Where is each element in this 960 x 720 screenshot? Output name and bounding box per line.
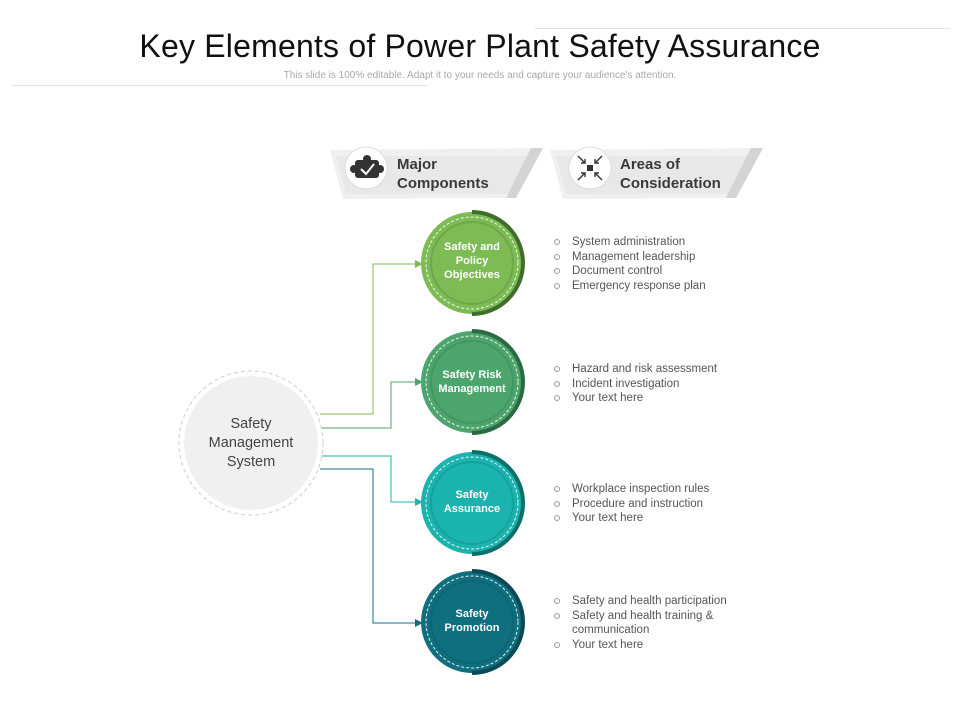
considerations-header: Areas of Consideration [620, 155, 721, 193]
components-header-line2: Components [397, 175, 489, 192]
safety-risk-management-node [421, 329, 525, 435]
element-label-safety-assurance: Safety Assurance [422, 488, 522, 516]
safety-management-system-node [178, 370, 324, 516]
list-item: Emergency response plan [553, 279, 706, 294]
arrows-converge-icon [577, 155, 603, 181]
list-item-continuation: communication [572, 624, 650, 636]
components-banner [330, 146, 543, 199]
list-item: communication [553, 623, 727, 638]
element-label-line: Safety and [444, 241, 500, 253]
list-item: Workplace inspection rules [553, 482, 709, 497]
list-item: Procedure and instruction [553, 497, 709, 512]
considerations-list-3: Workplace inspection rules Procedure and… [553, 482, 709, 526]
list-item: System administration [553, 235, 706, 250]
list-item: Your text here [553, 638, 727, 653]
page-subtitle: This slide is 100% editable. Adapt it to… [283, 70, 677, 81]
element-label-line: Safety Risk [442, 369, 502, 381]
puzzle-check-icon [350, 155, 384, 178]
considerations-header-line2: Consideration [620, 175, 721, 192]
element-circles [421, 210, 525, 675]
element-label-line: Management [438, 383, 506, 395]
element-label-line: Safety [455, 608, 489, 620]
center-node-line2: Management [208, 435, 294, 451]
element-label-line: Assurance [443, 503, 501, 515]
safety-policy-objectives-node [421, 210, 525, 316]
safety-promotion-node [421, 569, 525, 675]
considerations-list-1: System administration Management leaders… [553, 235, 706, 293]
components-header-line1: Major [397, 156, 438, 173]
element-label-line: Safety [455, 489, 489, 501]
center-node-line3: System [226, 454, 276, 470]
list-item: Safety and health participation [553, 594, 727, 609]
list-item: Hazard and risk assessment [553, 362, 717, 377]
element-label-line: Objectives [444, 269, 500, 281]
decorative-line-top [535, 28, 950, 29]
list-item: Management leadership [553, 250, 706, 265]
element-label-line: Promotion [444, 622, 500, 634]
components-header: Major Components [397, 155, 489, 193]
list-item: Your text here [553, 511, 709, 526]
safety-assurance-node [421, 450, 525, 556]
center-node-label: Safety Management System [191, 415, 311, 472]
decorative-line-left [12, 85, 427, 86]
element-label-safety-promotion: Safety Promotion [422, 607, 522, 635]
considerations-header-line1: Areas of [620, 156, 681, 173]
element-label-safety-policy-objectives: Safety and Policy Objectives [422, 240, 522, 282]
connector-lines [320, 263, 418, 624]
considerations-list-2: Hazard and risk assessment Incident inve… [553, 362, 717, 406]
list-item: Your text here [553, 391, 717, 406]
page-title: Key Elements of Power Plant Safety Assur… [139, 28, 821, 64]
list-item: Document control [553, 264, 706, 279]
list-item: Safety and health training & [553, 609, 727, 624]
considerations-list-4: Safety and health participation Safety a… [553, 594, 727, 652]
list-item: Incident investigation [553, 377, 717, 392]
connector-arrowheads [415, 260, 423, 627]
element-label-line: Policy [455, 255, 489, 267]
center-node-line1: Safety [230, 416, 272, 432]
element-label-safety-risk-management: Safety Risk Management [422, 368, 522, 396]
